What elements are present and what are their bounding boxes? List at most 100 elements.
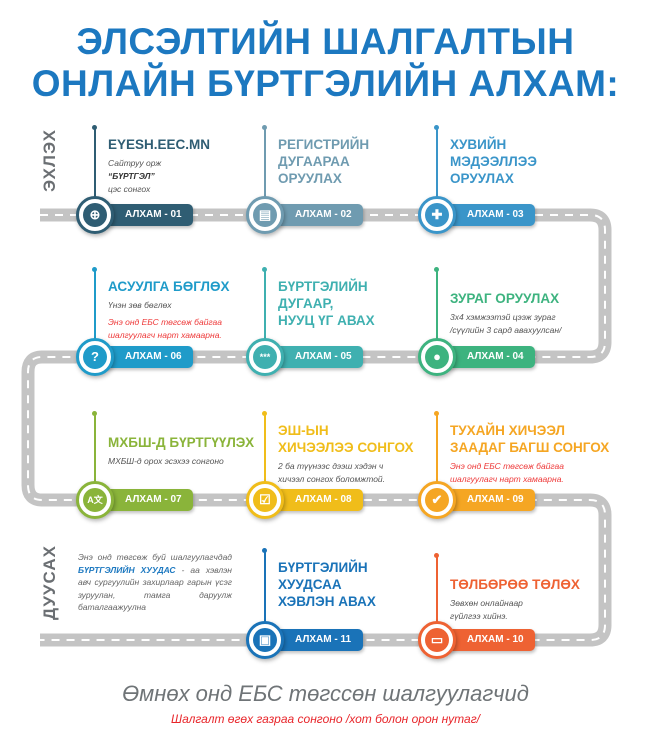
step-title: МЭДЭЭЛЛЭЭ [450,154,537,169]
user-icon: ● [425,345,449,369]
step-badge-label: АЛХАМ - 05 [295,351,352,362]
step-description: гүйлгээ хийнэ. [450,611,508,621]
step-connector [92,125,97,197]
step-badge: АЛХАМ - 10 [437,629,535,651]
step-text: МХБШ-Д БҮРТГҮҮЛЭХ МХБШ-д орох эсэхээ сонг… [108,434,273,468]
step-description: цэс сонгох [108,184,151,194]
step-badge-label: АЛХАМ - 01 [125,209,182,220]
step-connector [92,267,97,339]
step-connector [434,553,439,622]
footer-main: Өмнөх онд ЕБС төгссөн шалгуулагчид [122,681,529,706]
footer-sub: Шалгалт өгөх газраа сонгоно /хот болон о… [171,712,480,726]
step-marker: ✚ [418,196,456,234]
step-badge: АЛХАМ - 02 [265,204,363,226]
translate-icon: A文 [83,488,107,512]
step-title: ЭШ-ЫН [278,423,329,438]
step-badge-label: АЛХАМ - 09 [467,494,524,505]
page-title-line-1: ЭЛСЭЛТИЙН ШАЛГАЛТЫН [76,21,575,62]
step-note: шалгуулагч нарт хамаарна. [108,330,222,340]
final-note-text: Энэ онд төгсөж буй шалгуулагчдад [78,552,232,562]
step-badge: АЛХАМ - 01 [95,204,193,226]
step-description: хичээл сонгох боломжтой. [278,474,386,484]
step-connector [434,411,439,482]
password-icon: *** [253,345,277,369]
final-note: Энэ онд төгсөж буй шалгуулагчдад БҮРТГЭЛ… [78,551,232,614]
step-description: 2 ба түүнээс дээш хэдэн ч [278,461,384,471]
step-description: “БҮРТГЭЛ” [108,171,155,181]
final-note-highlight: БҮРТГЭЛИЙН ХУУДАС [78,564,176,575]
step-text: ЭШ-ЫН ХИЧЭЭЛЭЭ СОНГОХ 2 ба түүнээс дээш хэ… [278,422,443,486]
step-title: БҮРТГЭЛИЙН [278,560,368,575]
step-badge: АЛХАМ - 07 [95,489,193,511]
step-marker: ? [76,338,114,376]
step-badge-label: АЛХАМ - 07 [125,494,182,505]
step-title: РЕГИСТРИЙН [278,137,370,152]
step-badge: АЛХАМ - 06 [95,346,193,368]
start-label: ЭХЛЭХ [40,129,59,192]
step-title: ОРУУЛАХ [450,171,514,186]
step-note: Энэ онд ЕБС төгсөж байгаа [450,461,564,471]
step-title: ТӨЛБӨРӨӨ ТӨЛӨХ [450,577,580,592]
step-badge: АЛХАМ - 08 [265,489,363,511]
step-text: ТӨЛБӨРӨӨ ТӨЛӨХ Зөвхөн онлайнаар гүйлгээ хи… [450,576,615,623]
step-badge-label: АЛХАМ - 08 [295,494,352,505]
step-title: ОРУУЛАХ [278,171,342,186]
step-description: Зөвхөн онлайнаар [450,598,523,608]
step-title: ХУУДСАА [278,577,342,592]
step-text: ХУВИЙН МЭДЭЭЛЛЭЭ ОРУУЛАХ [450,136,615,187]
step-title: АСУУЛГА БӨГЛӨХ [108,279,230,294]
step-marker: ● [418,338,456,376]
end-label: ДУУСАХ [40,545,59,620]
step-title: EYESH.EEC.MN [108,137,211,152]
id-card-icon: ▤ [253,203,277,227]
step-connector [92,411,97,482]
step-note: шалгуулагч нарт хамаарна. [450,474,564,484]
step-description: МХБШ-д орох эсэхээ сонгоно [108,456,224,466]
step-marker: A文 [76,481,114,519]
step-marker: ✔ [418,481,456,519]
step-badge-label: АЛХАМ - 04 [467,351,524,362]
step-title: ХЭВЛЭН АВАХ [278,594,376,609]
step-title: ХУВИЙН [450,137,507,152]
step-connector [262,125,267,197]
step-badge-label: АЛХАМ - 02 [295,209,352,220]
step-title: МХБШ-Д БҮРТГҮҮЛЭХ [108,435,255,450]
teacher-icon: ✔ [425,488,449,512]
step-marker: *** [246,338,284,376]
question-icon: ? [83,345,107,369]
step-badge: АЛХАМ - 05 [265,346,363,368]
step-title: ДУГААРАА [278,154,350,169]
step-title: ХИЧЭЭЛЭЭ СОНГОХ [278,440,414,455]
step-title: ДУГААР, [278,296,334,311]
step-title: ТУХАЙН ХИЧЭЭЛ [450,423,565,438]
step-title: НУУЦ ҮГ АВАХ [278,313,375,328]
step-badge: АЛХАМ - 11 [265,629,363,651]
step-marker: ▭ [418,621,456,659]
globe-icon: ⊕ [83,203,107,227]
step-marker: ▣ [246,621,284,659]
credit-card-icon: ▭ [425,628,449,652]
step-badge-label: АЛХАМ - 11 [295,634,352,645]
step-badge: АЛХАМ - 04 [437,346,535,368]
step-description: /сүүлийн 3 сард авахуулсан/ [450,325,562,335]
step-text: БҮРТГЭЛИЙН ХУУДСАА ХЭВЛЭН АВАХ [278,559,443,610]
step-marker: ☑ [246,481,284,519]
step-badge-label: АЛХАМ - 10 [467,634,524,645]
page-title-line-2: ОНЛАЙН БҮРТГЭЛИЙН АЛХАМ: [31,63,620,104]
step-note: Энэ онд ЕБС төгсөж байгаа [108,317,222,327]
step-connector [434,125,439,197]
step-badge: АЛХАМ - 03 [437,204,535,226]
step-title: ЗУРАГ ОРУУЛАХ [450,291,560,306]
step-connector [262,548,267,622]
step-connector [262,411,267,482]
step-marker: ▤ [246,196,284,234]
step-text: ЗУРАГ ОРУУЛАХ 3x4 хэмжээтэй цээж зураг/сү… [450,290,615,337]
final-note-text-2: - аа хэвлэн авч сургуулийн захирлаар гар… [78,564,232,613]
step-description: 3x4 хэмжээтэй цээж зураг [450,312,556,322]
